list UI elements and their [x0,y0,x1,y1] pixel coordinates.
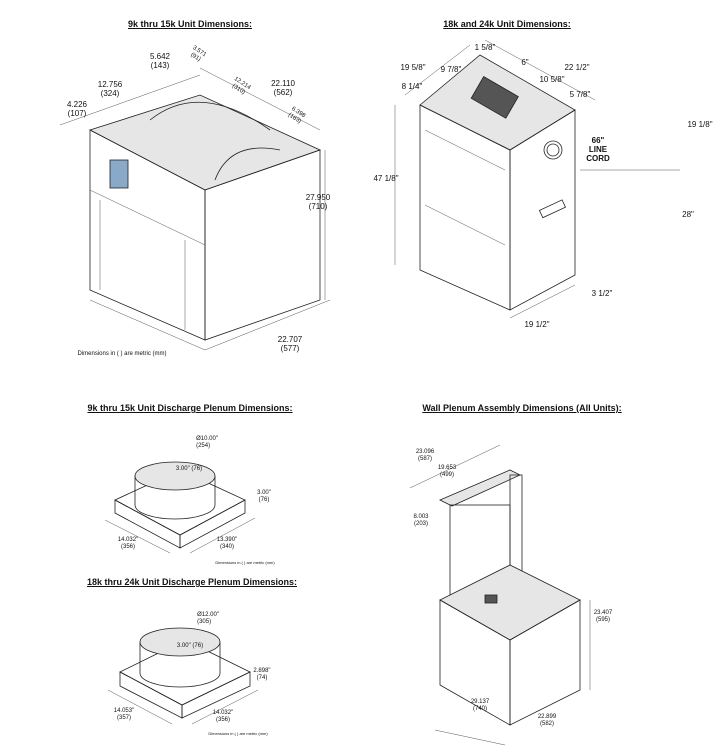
wall-plenum-drawing [409,444,591,746]
unit-large-title: 18k and 24k Unit Dimensions: [443,19,571,29]
dim-label: 3.00" (76) [175,466,203,472]
dim-label: 22.707 (577) [277,335,303,353]
dim-label: 19.653 (499) [437,465,457,478]
dim-label: 5.642 (143) [149,52,171,70]
dim-label: 19 1/8" [687,120,713,129]
metric-note: Dimensions in ( ) are metric (mm) [77,351,167,357]
unit-small-title: 9k thru 15k Unit Dimensions: [127,19,253,29]
dim-label: 14.053" (357) [113,708,135,721]
dim-label: 29.137 (740) [470,699,490,712]
dim-label: 47 1/8" [373,174,399,183]
dim-label: 5 7/8" [569,90,591,99]
unit-large-drawing [394,39,680,319]
dim-label: 9 7/8" [440,65,462,74]
dim-label: 22 1/2" [564,63,590,72]
dim-label: 22.110 (562) [271,79,295,97]
dim-label: 2.898" (74) [253,668,271,681]
dim-label: 28" [682,210,694,219]
line-cord-label: 66" LINE CORD [586,136,610,163]
plenum-small-drawing [104,461,256,554]
dim-label: 10 5/8" [539,75,565,84]
dim-label: 4.226 (107) [66,100,88,118]
dim-label: Ø12.00" (305) [197,612,219,625]
dim-label: 19 1/2" [524,320,550,329]
dim-label: 19 5/8" [400,63,426,72]
dim-label: 23.096 (587) [415,449,435,462]
wall-plenum-title: Wall Plenum Assembly Dimensions (All Uni… [422,403,622,413]
dim-label: 12.756 (324) [97,80,123,98]
plenum-large-drawing [107,627,259,725]
dim-label: 3.00" (76) [176,643,204,649]
unit-small-drawing [59,67,331,351]
plenum-large-title: 18k thru 24k Unit Discharge Plenum Dimen… [86,577,298,587]
dim-label: Ø10.00" (254) [196,436,218,449]
metric-note: Dimensions in ( ) are metric (mm) [208,731,268,736]
dim-label: 13.390" (340) [216,537,238,550]
dim-label: 6" [521,58,529,67]
dim-label: 14.032" (356) [212,710,234,723]
dim-label: 22.899 (582) [537,714,557,727]
dim-label: 8 1/4" [401,82,423,91]
dim-label: 8.003 (203) [413,514,429,527]
dim-label: 3 1/2" [591,289,613,298]
dim-label: 1 5/8" [474,43,496,52]
metric-note: Dimensions in ( ) are metric (mm) [215,560,275,565]
dim-label: 23.407 (595) [593,610,613,623]
dim-label: 14.032" (356) [117,537,139,550]
plenum-small-title: 9k thru 15k Unit Discharge Plenum Dimens… [87,403,293,413]
dim-label: 3.00" (76) [257,490,271,503]
dim-label: 27.950 (710) [305,193,331,211]
